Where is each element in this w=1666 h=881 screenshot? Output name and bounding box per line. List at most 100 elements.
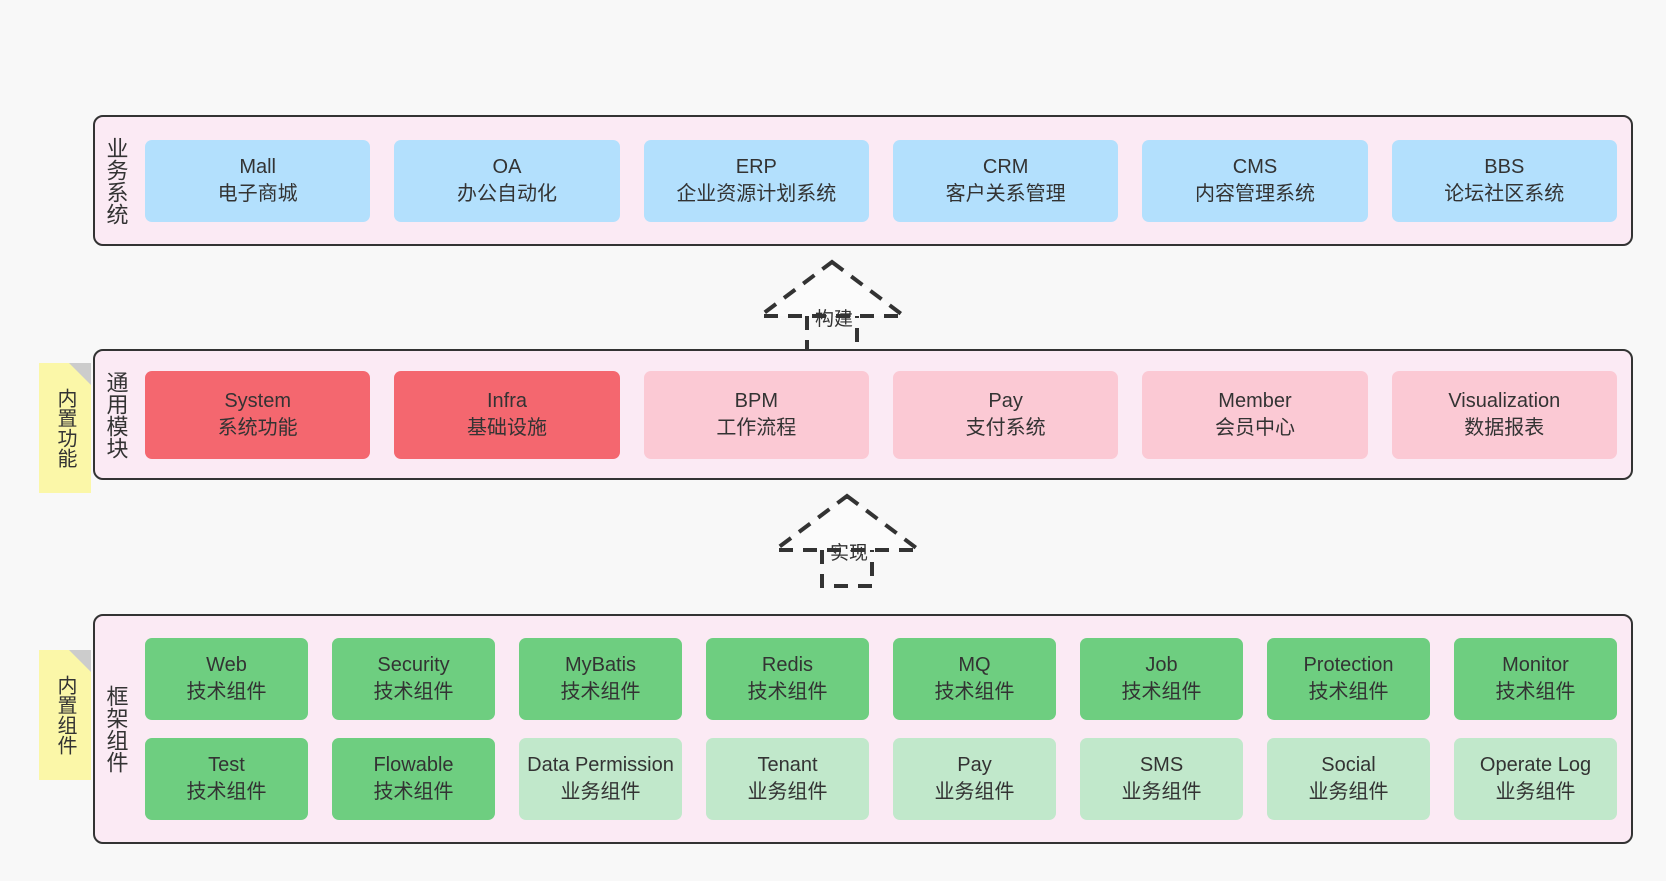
card-title: OA [492,155,522,178]
card-subtitle: 基础设施 [466,416,547,439]
card-title: Pay [957,754,992,776]
card-title: Security [377,654,450,676]
card-bbs[interactable]: BBS 论坛社区系统 [1391,139,1617,222]
layer-title-business-system: 业务系统 [103,136,129,225]
card-subtitle: 业务组件 [1121,781,1202,803]
card-subtitle: 业务组件 [934,781,1015,803]
card-title: Mall [239,155,276,178]
card-monitor[interactable]: Monitor 技术组件 [1454,638,1617,720]
note-builtin-components: 内置组件 [39,650,91,780]
card-mq[interactable]: MQ 技术组件 [893,638,1056,720]
card-title: MQ [958,654,991,676]
card-subtitle: 支付系统 [965,416,1046,439]
card-title: MyBatis [564,654,637,676]
card-system[interactable]: System 系统功能 [145,370,371,459]
note-builtin-features: 内置功能 [39,363,91,493]
card-oa[interactable]: OA 办公自动化 [394,139,620,222]
card-title: Tenant [757,754,818,776]
card-title: Protection [1303,654,1394,676]
card-title: Web [206,654,247,676]
business-card-row: Mall 电子商城 OA 办公自动化 ERP 企业资源计划系统 CRM 客户关系… [145,139,1617,222]
card-subtitle: 论坛社区系统 [1444,182,1565,205]
card-subtitle: 会员中心 [1214,416,1295,439]
note-fold-corner-icon [69,363,91,385]
card-title: Job [1145,654,1178,676]
card-title: BBS [1484,155,1525,178]
layer-body-framework-component: Web 技术组件 Security 技术组件 MyBatis 技术组件 Redi… [137,616,1631,842]
card-title: Monitor [1502,654,1569,676]
layer-framework-component: 框架组件 Web 技术组件 Security 技术组件 MyBatis 技术组件… [93,614,1633,844]
card-protection[interactable]: Protection 技术组件 [1267,638,1430,720]
card-subtitle: 内容管理系统 [1194,182,1315,205]
card-subtitle: 业务组件 [560,781,641,803]
card-subtitle: 业务组件 [1495,781,1576,803]
card-subtitle: 技术组件 [1308,681,1389,703]
framework-tech-row: Web 技术组件 Security 技术组件 MyBatis 技术组件 Redi… [145,638,1617,720]
card-test[interactable]: Test 技术组件 [145,738,308,820]
connector-build-label: 构建 [815,309,854,330]
card-title: SMS [1139,754,1184,776]
implement-arrow-icon [769,493,925,588]
layer-business-system: 业务系统 Mall 电子商城 OA 办公自动化 ERP 企业资源计划系统 CRM [93,115,1633,246]
card-mall[interactable]: Mall 电子商城 [145,139,371,222]
framework-business-row: Test 技术组件 Flowable 技术组件 Data Permission … [145,738,1617,820]
card-operate-log[interactable]: Operate Log 业务组件 [1454,738,1617,820]
card-cms[interactable]: CMS 内容管理系统 [1142,139,1368,222]
note-label: 内置组件 [54,675,76,755]
card-subtitle: 电子商城 [217,182,298,205]
card-job[interactable]: Job 技术组件 [1080,638,1243,720]
card-social[interactable]: Social 业务组件 [1267,738,1430,820]
card-subtitle: 技术组件 [747,681,828,703]
card-subtitle: 客户关系管理 [945,182,1066,205]
card-security[interactable]: Security 技术组件 [332,638,495,720]
card-subtitle: 系统功能 [217,416,298,439]
card-title: Visualization [1448,389,1561,412]
layer-body-business-system: Mall 电子商城 OA 办公自动化 ERP 企业资源计划系统 CRM 客户关系… [137,117,1631,244]
card-subtitle: 技术组件 [373,781,454,803]
card-data-permission[interactable]: Data Permission 业务组件 [519,738,682,820]
card-subtitle: 技术组件 [1121,681,1202,703]
card-redis[interactable]: Redis 技术组件 [706,638,869,720]
card-web[interactable]: Web 技术组件 [145,638,308,720]
card-title: Member [1218,389,1292,412]
card-subtitle: 技术组件 [560,681,641,703]
card-subtitle: 技术组件 [186,681,267,703]
card-tenant[interactable]: Tenant 业务组件 [706,738,869,820]
card-sms[interactable]: SMS 业务组件 [1080,738,1243,820]
module-card-row: System 系统功能 Infra 基础设施 BPM 工作流程 Pay 支付系统… [145,370,1617,459]
card-subtitle: 技术组件 [934,681,1015,703]
card-title: CRM [982,155,1029,178]
layer-title-common-module: 通用模块 [103,370,129,459]
card-visualization[interactable]: Visualization 数据报表 [1391,370,1617,459]
card-infra[interactable]: Infra 基础设施 [394,370,620,459]
card-title: Test [208,754,245,776]
connector-implement-label: 实现 [830,543,869,564]
card-pay-business[interactable]: Pay 业务组件 [893,738,1056,820]
card-title: System [224,389,291,412]
card-subtitle: 技术组件 [186,781,267,803]
note-fold-corner-icon [69,650,91,672]
note-label: 内置功能 [54,388,76,468]
card-erp[interactable]: ERP 企业资源计划系统 [643,139,869,222]
card-subtitle: 技术组件 [373,681,454,703]
card-pay[interactable]: Pay 支付系统 [892,370,1119,459]
card-title: ERP [735,155,777,178]
connector-implement: 实现 [769,492,925,588]
card-subtitle: 业务组件 [1308,781,1389,803]
connector-build: 构建 [754,258,910,354]
layer-body-common-module: System 系统功能 Infra 基础设施 BPM 工作流程 Pay 支付系统… [137,351,1631,478]
card-member[interactable]: Member 会员中心 [1142,370,1368,459]
card-bpm[interactable]: BPM 工作流程 [643,370,869,459]
card-subtitle: 业务组件 [747,781,828,803]
card-crm[interactable]: CRM 客户关系管理 [892,139,1119,222]
card-mybatis[interactable]: MyBatis 技术组件 [519,638,682,720]
card-title: Operate Log [1479,754,1592,776]
card-subtitle: 办公自动化 [456,182,557,205]
card-flowable[interactable]: Flowable 技术组件 [332,738,495,820]
card-title: Redis [761,654,814,676]
layer-title-framework-component: 框架组件 [103,685,129,773]
card-title: Infra [486,389,527,412]
card-title: BPM [734,389,778,412]
card-subtitle: 工作流程 [716,416,797,439]
